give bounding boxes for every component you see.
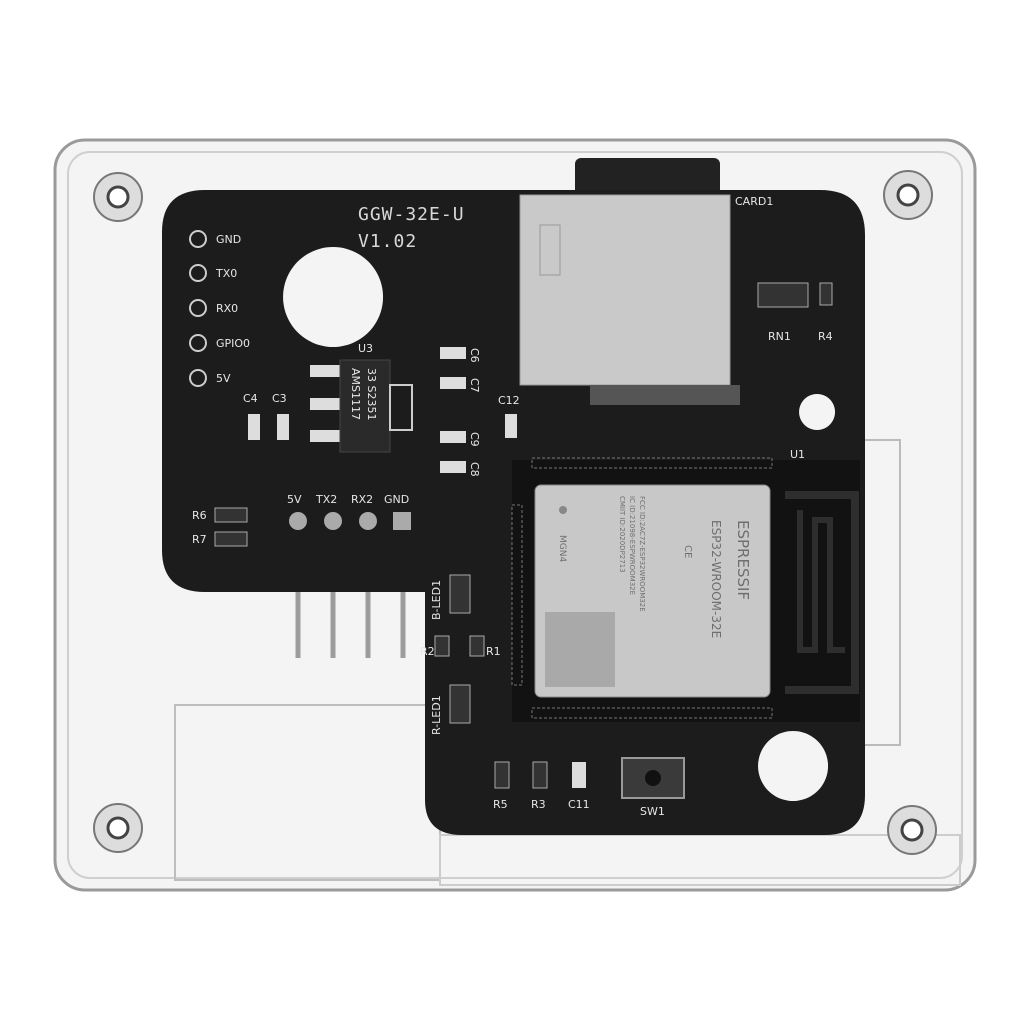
sd-card-tab	[575, 158, 720, 198]
label-r-led1: R-LED1	[430, 695, 443, 735]
header-pins	[295, 580, 406, 658]
resistor	[469, 635, 485, 657]
label-c4: C4	[243, 392, 258, 405]
svg-text:5V: 5V	[287, 493, 302, 506]
resistor	[819, 282, 833, 306]
screw-icon	[93, 172, 143, 222]
label-u3: U3	[358, 342, 373, 355]
capacitor	[277, 414, 289, 440]
label-r7: R7	[192, 533, 207, 546]
board-version: V1.02	[358, 231, 417, 252]
label-b-led1: B-LED1	[430, 580, 443, 620]
svg-text:GND: GND	[384, 493, 409, 506]
left-pin-pads: GND TX0 RX0 GPIO0 5V	[189, 230, 250, 387]
svg-text:TX0: TX0	[215, 267, 237, 280]
label-card1: CARD1	[735, 195, 773, 208]
resistor	[214, 507, 248, 523]
label-c8: C8	[468, 462, 481, 477]
resistor	[214, 531, 248, 547]
svg-text:ESP32-WROOM-32E: ESP32-WROOM-32E	[709, 520, 723, 638]
capacitor	[572, 762, 586, 788]
resistor-network	[757, 282, 809, 308]
resistor	[494, 761, 510, 789]
svg-text:TX2: TX2	[315, 493, 337, 506]
label-c7: C7	[468, 378, 481, 393]
sd-card-slot	[519, 194, 740, 405]
label-r3: R3	[531, 798, 546, 811]
mounting-screws	[93, 170, 937, 855]
svg-text:ESPRESSIF: ESPRESSIF	[734, 520, 752, 600]
voltage-regulator: AMS1117 33 S2351	[310, 359, 413, 453]
label-c6: C6	[468, 348, 481, 363]
resistor	[434, 635, 450, 657]
svg-text:GPIO0: GPIO0	[216, 337, 250, 350]
svg-text:RX2: RX2	[351, 493, 373, 506]
svg-text:IC ID:21098-ESPWROOM32E: IC ID:21098-ESPWROOM32E	[628, 496, 636, 595]
label-r4: R4	[818, 330, 833, 343]
label-r1: R1	[486, 645, 501, 658]
screw-icon	[887, 805, 937, 855]
screw-icon	[883, 170, 933, 220]
qr-code	[545, 612, 615, 687]
capacitor	[248, 414, 260, 440]
svg-text:33 S2351: 33 S2351	[365, 368, 378, 420]
resistor	[532, 761, 548, 789]
svg-text:RX0: RX0	[216, 302, 238, 315]
blue-led	[449, 574, 471, 614]
label-c9: C9	[468, 432, 481, 447]
label-u1: U1	[790, 448, 805, 461]
esp32-module: ESPRESSIF ESP32-WROOM-32E CE FCC ID:2AC7…	[511, 457, 860, 722]
capacitors	[440, 347, 517, 473]
screw-icon	[93, 803, 143, 853]
label-r5: R5	[493, 798, 508, 811]
label-r6: R6	[192, 509, 207, 522]
svg-text:CMIIT ID:2020DP2713: CMIIT ID:2020DP2713	[618, 496, 626, 573]
svg-text:GND: GND	[216, 233, 241, 246]
label-c11: C11	[568, 798, 590, 811]
reset-button[interactable]	[621, 757, 685, 799]
red-led	[449, 684, 471, 724]
svg-text:MGN4: MGN4	[557, 535, 567, 562]
label-r2: R2	[420, 645, 435, 658]
svg-text:CE: CE	[682, 545, 693, 558]
label-c3: C3	[272, 392, 287, 405]
board-title: GGW-32E-U	[358, 204, 465, 225]
svg-text:5V: 5V	[216, 372, 231, 385]
uart-header: 5V TX2 RX2 GND	[287, 493, 411, 530]
label-rn1: RN1	[768, 330, 791, 343]
svg-text:FCC ID:2AC7Z-ESP32WROOM32E: FCC ID:2AC7Z-ESP32WROOM32E	[638, 496, 646, 612]
label-c12: C12	[498, 394, 520, 407]
svg-text:AMS1117: AMS1117	[349, 368, 362, 420]
label-sw1: SW1	[640, 805, 665, 818]
